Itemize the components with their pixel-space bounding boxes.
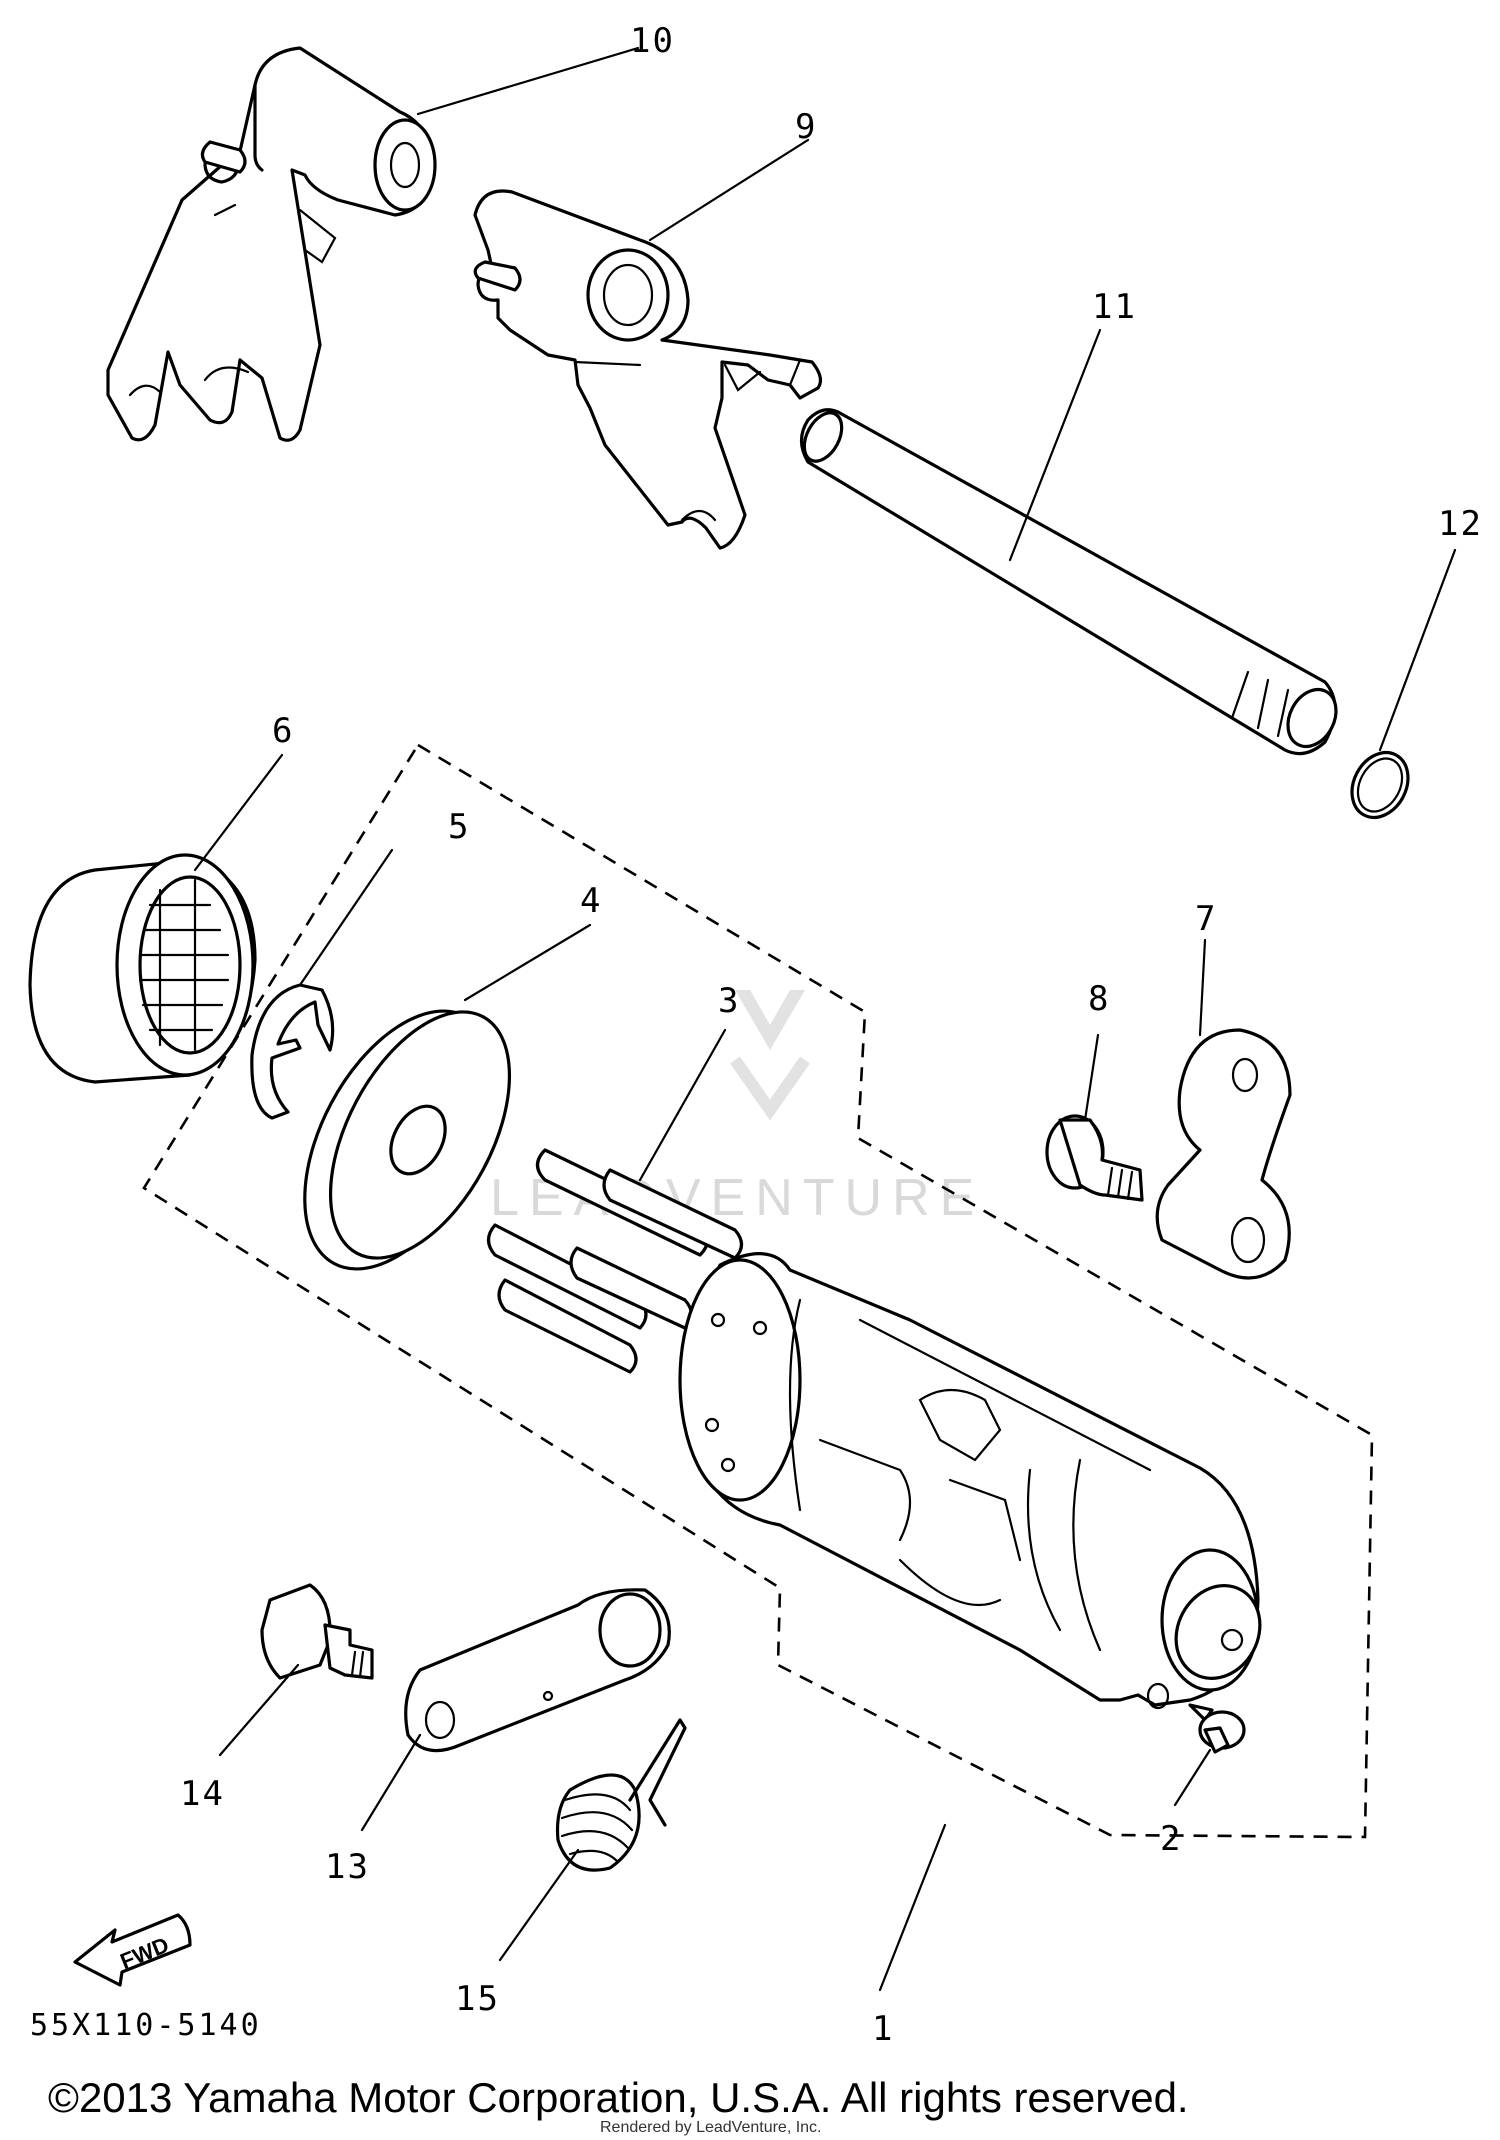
callout-5: 5 [448, 807, 470, 847]
part-7-stopper-plate [1155, 1028, 1292, 1280]
callout-7: 7 [1195, 899, 1217, 939]
watermark-logo-icon [735, 990, 805, 1050]
callout-11: 11 [1092, 287, 1137, 327]
leader-lines [193, 46, 1457, 1992]
part-2-pin [1188, 1703, 1246, 1754]
callout-2: 2 [1160, 1819, 1182, 1859]
rendered-by-notice: Rendered by LeadVenture, Inc. [600, 2119, 822, 2136]
callout-1: 1 [872, 2009, 894, 2049]
part-8-screw [1045, 1114, 1144, 1202]
part-14-bolt [260, 1583, 374, 1680]
part-11-guide-bar [799, 408, 1338, 756]
callout-14: 14 [180, 1774, 225, 1814]
part-12-circlip [1350, 750, 1410, 820]
part-5-clip [250, 983, 335, 1120]
part-3-pins [486, 1148, 744, 1374]
callout-13: 13 [325, 1847, 370, 1887]
part-6-bearing [28, 853, 257, 1084]
callout-4: 4 [580, 881, 602, 921]
part-1-shift-drum [678, 1252, 1262, 1710]
part-15-spring [555, 1718, 687, 1872]
watermark-chevron-icon [730, 1056, 810, 1121]
callout-labels: 10 9 11 12 6 5 4 3 7 8 2 14 13 15 1 [180, 21, 1483, 2049]
diagram-code: 55X110-5140 [30, 2008, 262, 2043]
part-4-washer [303, 1009, 512, 1271]
callout-10: 10 [630, 21, 675, 61]
part-13-lever [404, 1588, 671, 1753]
callout-15: 15 [455, 1979, 500, 2019]
fwd-arrow-icon: FWD [73, 1913, 192, 1987]
callout-8: 8 [1088, 979, 1110, 1019]
callout-3: 3 [718, 981, 740, 1021]
watermark: LEADVENTURE [490, 990, 974, 1227]
callout-9: 9 [795, 107, 817, 147]
copyright-notice: ©2013 Yamaha Motor Corporation, U.S.A. A… [48, 2074, 1189, 2121]
assembly-boundary [142, 743, 1374, 1839]
callout-6: 6 [272, 711, 294, 751]
part-10-shift-fork [106, 46, 437, 442]
callout-12: 12 [1438, 504, 1483, 544]
part-9-shift-fork [473, 189, 823, 550]
part-12-circlip-inner [1356, 757, 1404, 813]
